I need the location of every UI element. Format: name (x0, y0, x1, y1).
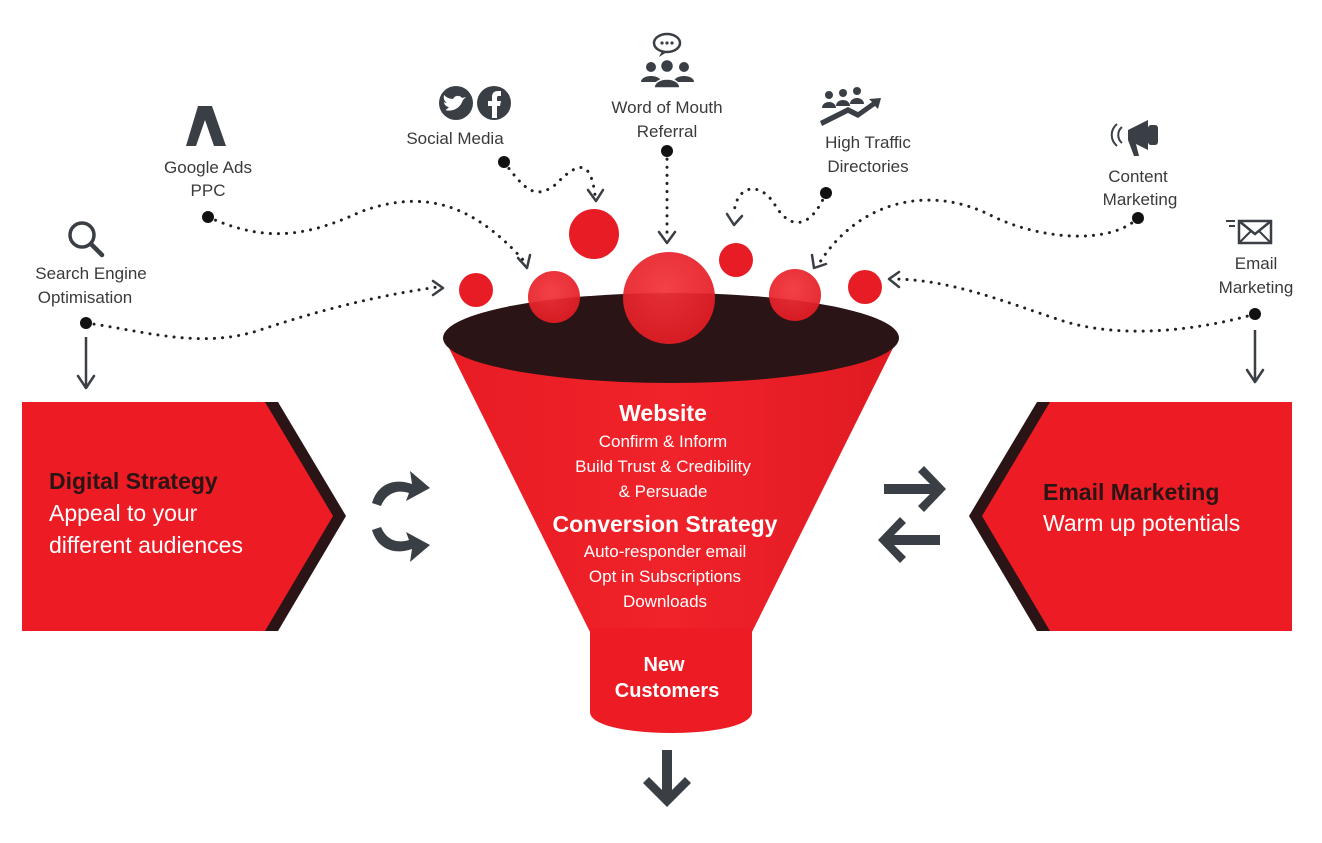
social-connector (502, 160, 597, 197)
source-dots (80, 145, 1261, 329)
funnel-spout (590, 628, 752, 733)
outcome-line-2: Customers (615, 680, 719, 702)
seo-connector (84, 285, 440, 341)
ball-left-small (459, 273, 493, 307)
website-title: Website (619, 400, 707, 426)
seo-arrowhead (431, 279, 445, 297)
word-of-mouth-label-2: Referral (637, 122, 697, 141)
social-label: Social Media (406, 129, 504, 148)
funnel-text: Website Confirm & Inform Build Trust & C… (553, 400, 778, 702)
right-panel-body (982, 402, 1292, 631)
people-chat-icon (641, 32, 694, 89)
connector-arrowheads (431, 188, 901, 297)
ball-top-right (719, 243, 753, 277)
google-ads-arrowhead (516, 253, 532, 270)
right-panel: Email Marketing Warm up potentials (969, 402, 1292, 631)
email-label-1: Email (1235, 254, 1278, 273)
envelope-icon (1226, 219, 1273, 245)
directories-arrowhead (725, 212, 744, 227)
content-arrowhead (810, 253, 828, 270)
right-panel-title: Email Marketing (1043, 479, 1219, 505)
ball-right-small (848, 270, 882, 304)
directories-dot (820, 187, 832, 199)
social-arrowhead (586, 188, 605, 203)
content-label-2: Marketing (1103, 190, 1178, 209)
conversion-line-2: Opt in Subscriptions (589, 567, 741, 586)
traffic-growth-icon (820, 87, 881, 126)
google-ads-dot (202, 211, 214, 223)
magnifier-icon (68, 221, 105, 258)
seo-label-2: Optimisation (38, 288, 132, 307)
word-of-mouth-arrowhead (657, 230, 677, 245)
word-of-mouth-dot (661, 145, 673, 157)
directories-label-1: High Traffic (825, 133, 911, 152)
connector-paths (84, 149, 1257, 341)
email-arrowhead (887, 270, 901, 289)
left-panel-line-2: different audiences (49, 532, 243, 558)
directories-label-2: Directories (827, 157, 908, 176)
directories-connector (732, 187, 828, 224)
conversion-line-3: Downloads (623, 592, 707, 611)
left-panel-line-1: Appeal to your (49, 500, 198, 526)
twitter-facebook-icon (439, 86, 511, 120)
social-dot (498, 156, 510, 168)
conversion-line-1: Auto-responder email (584, 542, 747, 561)
left-panel-title: Digital Strategy (49, 468, 218, 494)
right-panel-line-1: Warm up potentials (1043, 510, 1240, 536)
lead-balls (459, 209, 882, 344)
ball-right-mid (769, 269, 821, 321)
word-of-mouth-label-1: Word of Mouth (611, 98, 722, 117)
ball-left-mid (528, 271, 580, 323)
down-arrow-icon (643, 750, 691, 807)
outcome-line-1: New (643, 654, 685, 676)
content-connector (818, 198, 1140, 264)
content-dot (1132, 212, 1144, 224)
ball-large (623, 252, 715, 344)
megaphone-icon (1110, 120, 1158, 156)
email-dot (1249, 308, 1261, 320)
email-connector (893, 277, 1257, 333)
cycle-arrows-icon (372, 471, 430, 562)
google-ads-icon (186, 106, 226, 146)
content-label-1: Content (1108, 167, 1168, 186)
left-panel-body (22, 402, 333, 631)
output-arrow (643, 750, 691, 807)
website-line-1: Confirm & Inform (599, 432, 727, 451)
google-ads-connector (206, 199, 527, 264)
funnel-body (444, 338, 898, 632)
side-down-arrows (76, 330, 1265, 390)
google-ads-label-1: Google Ads (164, 158, 252, 177)
seo-dot (80, 317, 92, 329)
google-ads-label-2: PPC (191, 181, 226, 200)
seo-label-1: Search Engine (35, 264, 147, 283)
swap-arrows-icon (878, 466, 946, 563)
ball-top-left (569, 209, 619, 259)
email-label-2: Marketing (1219, 278, 1294, 297)
website-line-2: Build Trust & Credibility (575, 457, 751, 476)
conversion-title: Conversion Strategy (553, 511, 778, 537)
website-line-3: & Persuade (619, 482, 708, 501)
source-labels: Search Engine Optimisation Google Ads PP… (35, 98, 1293, 307)
left-panel: Digital Strategy Appeal to your differen… (22, 402, 346, 631)
